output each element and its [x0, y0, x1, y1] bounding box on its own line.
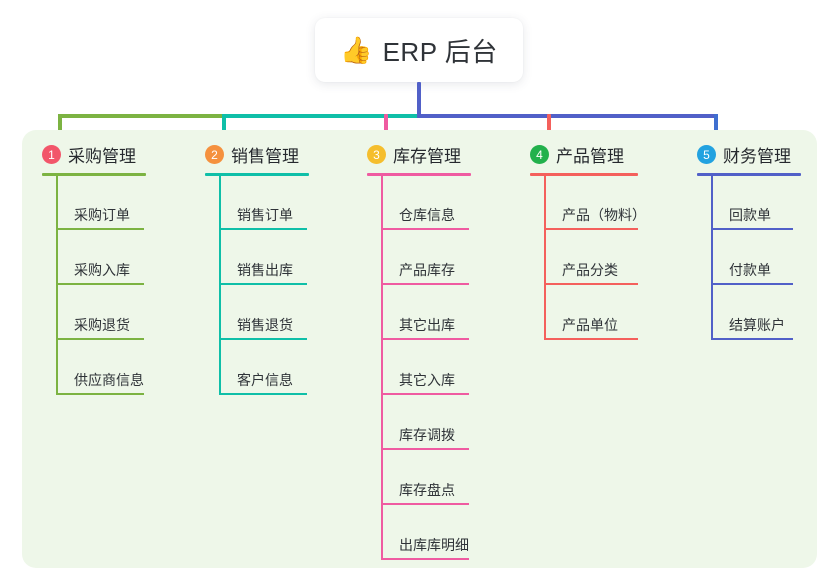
module-item-label: 出库库明细: [399, 537, 469, 553]
module-item-label: 仓库信息: [399, 207, 455, 223]
module-header-rule-5: [697, 173, 801, 176]
module-item-rule: [381, 283, 469, 285]
module-title-2: 销售管理: [231, 147, 299, 166]
module-title-1: 采购管理: [68, 147, 136, 166]
module-item-rule: [381, 338, 469, 340]
module-item-rule: [381, 393, 469, 395]
module-item-rule: [56, 393, 144, 395]
module-item-label: 回款单: [729, 207, 771, 223]
drop-stub-4: [547, 114, 551, 144]
module-item-label: 产品分类: [562, 262, 618, 278]
module-spine-4: [544, 176, 546, 340]
module-spine-3: [381, 176, 383, 560]
module-item-label: 产品单位: [562, 317, 618, 333]
module-header-2[interactable]: 2 销售管理: [205, 142, 299, 167]
module-item-rule: [711, 228, 793, 230]
module-item-rule: [219, 393, 307, 395]
module-item-label: 销售订单: [237, 207, 293, 223]
module-item-rule: [381, 228, 469, 230]
module-header-rule-1: [42, 173, 146, 176]
module-item-rule: [219, 283, 307, 285]
module-badge-2: 2: [205, 145, 224, 164]
module-item-rule: [544, 283, 638, 285]
module-badge-3: 3: [367, 145, 386, 164]
module-item-label: 客户信息: [237, 372, 293, 388]
module-item-rule: [544, 338, 638, 340]
root-node[interactable]: 👍 ERP 后台: [315, 18, 523, 82]
modules-panel: [22, 130, 817, 568]
module-item-label: 其它入库: [399, 372, 455, 388]
module-header-4[interactable]: 4 产品管理: [530, 142, 624, 167]
module-item-label: 库存盘点: [399, 482, 455, 498]
module-item-label: 产品库存: [399, 262, 455, 278]
drop-stub-3: [384, 114, 388, 144]
module-item-label: 产品（物料）: [562, 207, 646, 223]
module-item-rule: [544, 228, 638, 230]
module-badge-1: 1: [42, 145, 61, 164]
module-badge-5: 5: [697, 145, 716, 164]
module-item-label: 采购订单: [74, 207, 130, 223]
module-header-1[interactable]: 1 采购管理: [42, 142, 136, 167]
module-item-rule: [56, 228, 144, 230]
module-item-label: 付款单: [729, 262, 771, 278]
module-spine-5: [711, 176, 713, 340]
module-header-rule-3: [367, 173, 471, 176]
bus-segment-green: [58, 114, 226, 118]
module-item-label: 采购入库: [74, 262, 130, 278]
module-header-3[interactable]: 3 库存管理: [367, 142, 461, 167]
root-node-title: ERP 后台: [382, 36, 498, 67]
thumbs-up-icon: 👍: [340, 35, 373, 65]
drop-stub-2: [222, 114, 226, 144]
module-item-rule: [56, 283, 144, 285]
drop-stub-5: [714, 114, 718, 144]
module-item-rule: [219, 338, 307, 340]
module-item-rule: [56, 338, 144, 340]
module-item-rule: [219, 228, 307, 230]
module-item-label: 其它出库: [399, 317, 455, 333]
drop-stub-1: [58, 114, 62, 144]
module-item-rule: [711, 283, 793, 285]
module-item-label: 结算账户: [729, 317, 785, 333]
module-item-rule: [381, 448, 469, 450]
module-spine-2: [219, 176, 221, 395]
module-title-3: 库存管理: [393, 147, 461, 166]
module-item-label: 销售退货: [237, 317, 293, 333]
module-item-label: 库存调拨: [399, 427, 455, 443]
module-badge-4: 4: [530, 145, 549, 164]
module-item-label: 采购退货: [74, 317, 130, 333]
bus-segment-teal: [222, 114, 421, 118]
module-header-rule-4: [530, 173, 638, 176]
module-spine-1: [56, 176, 58, 395]
module-header-rule-2: [205, 173, 309, 176]
module-header-5[interactable]: 5 财务管理: [697, 142, 791, 167]
module-item-label: 销售出库: [237, 262, 293, 278]
bus-segment-indigo: [417, 114, 718, 118]
root-trunk-line: [417, 82, 421, 118]
module-item-label: 供应商信息: [74, 372, 144, 388]
module-item-rule: [381, 503, 469, 505]
module-title-4: 产品管理: [556, 147, 624, 166]
module-item-rule: [381, 558, 469, 560]
module-item-rule: [711, 338, 793, 340]
module-title-5: 财务管理: [723, 147, 791, 166]
